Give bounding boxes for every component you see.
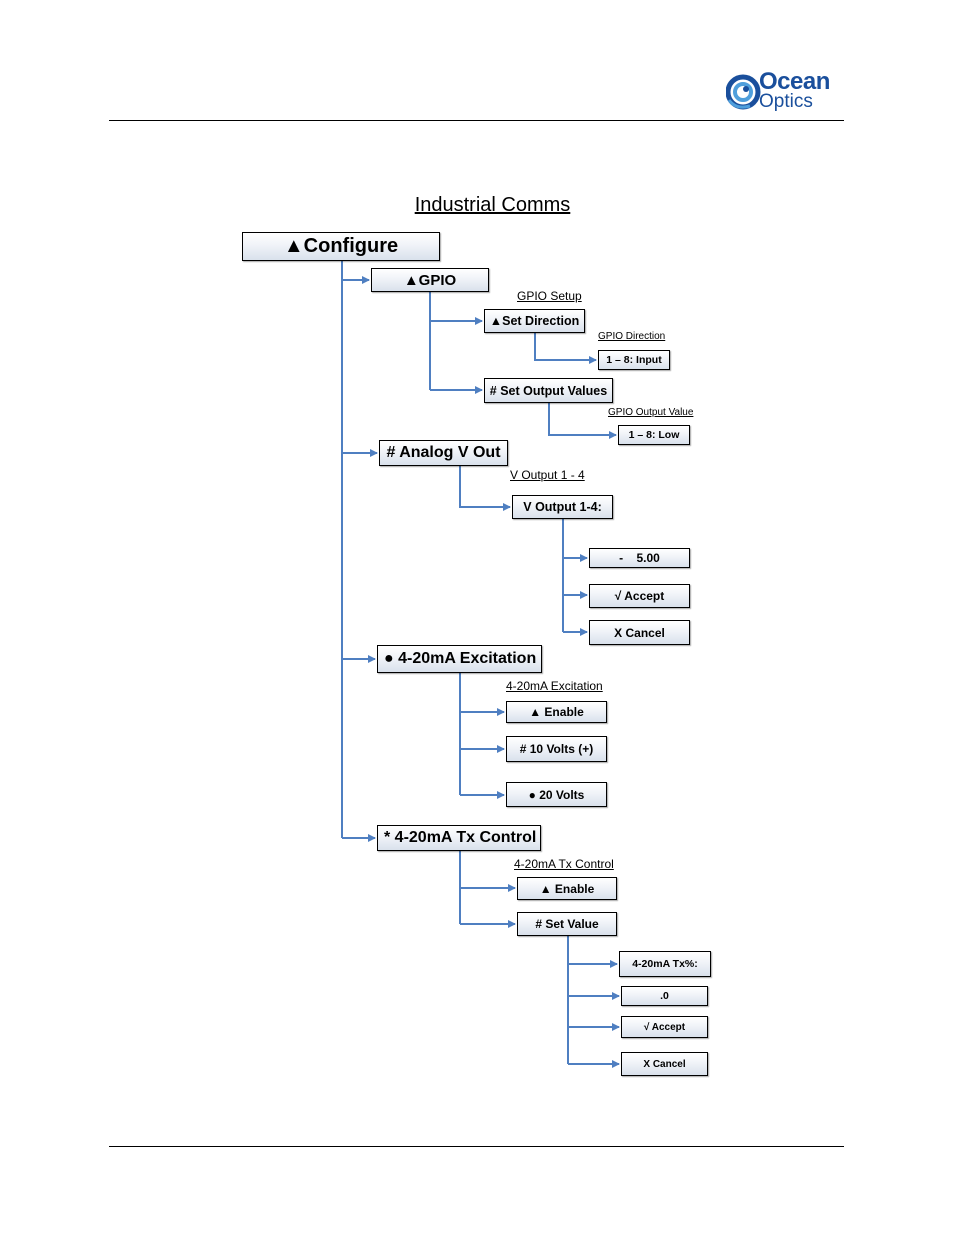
node-tx-accept: √ Accept bbox=[621, 1016, 708, 1038]
node-exc-20v: ● 20 Volts bbox=[506, 782, 607, 807]
node-configure: ▲Configure bbox=[242, 232, 440, 261]
label-gpio-setup: GPIO Setup bbox=[517, 289, 582, 303]
label-gpio-output-value: GPIO Output Value bbox=[608, 407, 694, 418]
label-v-output: V Output 1 - 4 bbox=[510, 468, 585, 482]
node-tx-set-value: # Set Value bbox=[517, 912, 617, 936]
node-v-value: - 5.00 bbox=[589, 548, 690, 568]
logo-text-ocean: Ocean bbox=[759, 68, 830, 95]
label-excitation: 4-20mA Excitation bbox=[506, 679, 603, 693]
node-gpio: ▲GPIO bbox=[371, 268, 489, 292]
node-analog-v-out: # Analog V Out bbox=[379, 440, 508, 466]
label-tx-control: 4-20mA Tx Control bbox=[514, 857, 614, 871]
node-tx-value: .0 bbox=[621, 986, 708, 1006]
node-tx-control: * 4-20mA Tx Control bbox=[377, 825, 541, 851]
ocean-optics-logo: Ocean Optics bbox=[726, 70, 846, 116]
node-set-direction: ▲Set Direction bbox=[484, 309, 585, 333]
node-set-output-values: # Set Output Values bbox=[484, 378, 613, 403]
node-v-output-prompt: V Output 1-4: bbox=[512, 495, 613, 519]
connector-to-gpio-direction bbox=[534, 333, 597, 364]
node-v-cancel: X Cancel bbox=[589, 620, 690, 645]
node-tx-prompt: 4-20mA Tx%: bbox=[619, 951, 711, 977]
node-gpio-output-value: 1 – 8: Low bbox=[618, 425, 690, 445]
node-exc-10v: # 10 Volts (+) bbox=[506, 736, 607, 762]
node-exc-enable: ▲ Enable bbox=[506, 701, 607, 723]
logo-text-optics: Optics bbox=[759, 91, 813, 112]
node-v-accept: √ Accept bbox=[589, 584, 690, 608]
connector-to-gpio-output bbox=[548, 403, 617, 439]
connector-to-v-output bbox=[459, 466, 511, 511]
footer-rule bbox=[109, 1146, 844, 1147]
diagram-title: Industrial Comms bbox=[414, 194, 571, 216]
header-rule bbox=[109, 120, 844, 121]
ocean-optics-swirl-icon bbox=[726, 74, 761, 110]
node-tx-cancel: X Cancel bbox=[621, 1052, 708, 1076]
node-excitation: ● 4-20mA Excitation bbox=[377, 645, 542, 673]
node-tx-enable: ▲ Enable bbox=[517, 877, 617, 900]
node-gpio-direction-value: 1 – 8: Input bbox=[598, 350, 670, 370]
label-gpio-direction: GPIO Direction bbox=[598, 331, 666, 342]
